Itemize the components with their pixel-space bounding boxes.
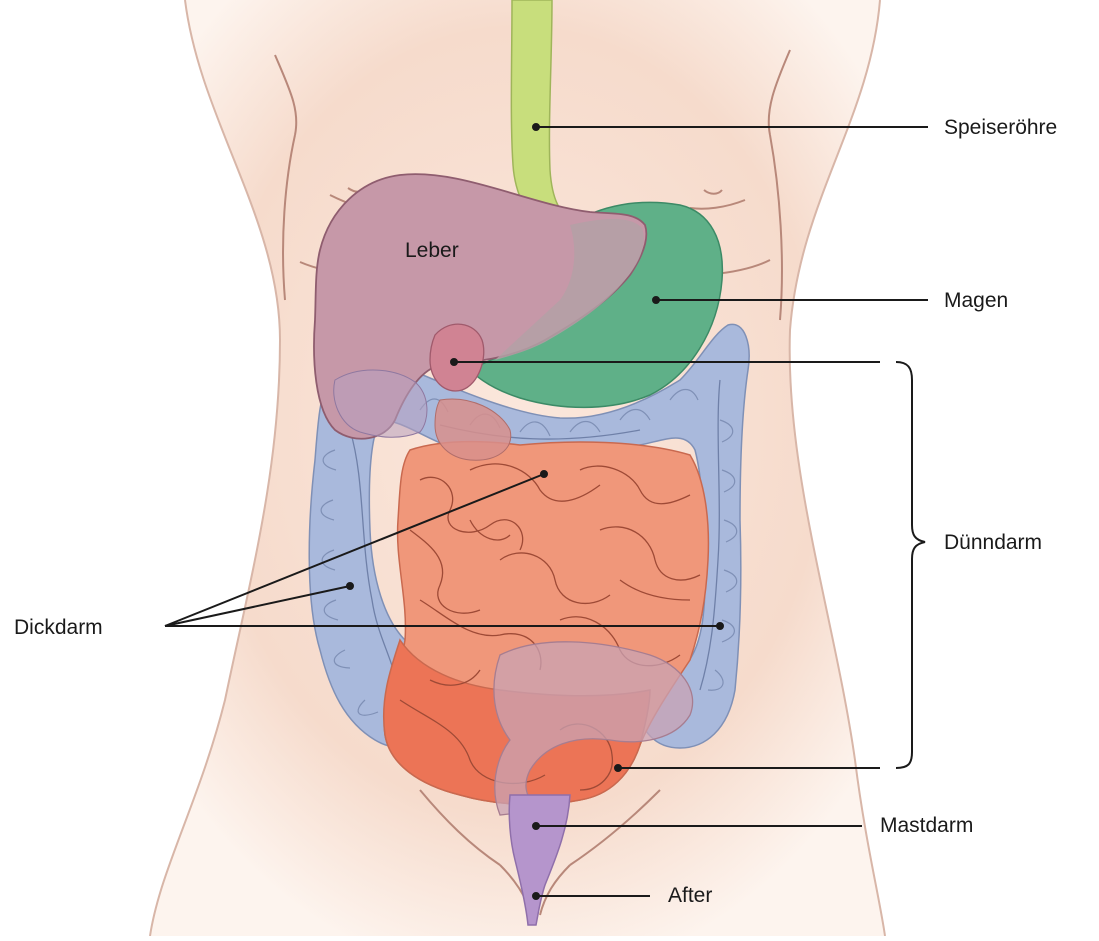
label-speiseroehre: Speiseröhre xyxy=(944,117,1057,138)
leader-mastdarm-dot xyxy=(533,823,539,829)
leader-magen-dot xyxy=(653,297,659,303)
leader-dickdarm-2-dot xyxy=(347,583,353,589)
label-duenndarm: Dünndarm xyxy=(944,532,1042,553)
label-mastdarm: Mastdarm xyxy=(880,815,973,836)
leader-dickdarm-1-dot xyxy=(541,471,547,477)
label-dickdarm: Dickdarm xyxy=(14,617,103,638)
label-magen: Magen xyxy=(944,290,1008,311)
leader-dickdarm-3-dot xyxy=(717,623,723,629)
leader-after-dot xyxy=(533,893,539,899)
leader-speiseroehre-dot xyxy=(533,124,539,130)
label-leber: Leber xyxy=(405,240,459,261)
leader-duenndarm-top-dot xyxy=(451,359,457,365)
label-after: After xyxy=(668,885,712,906)
leader-duenndarm-bottom-dot xyxy=(615,765,621,771)
duenndarm-bracket xyxy=(896,362,925,768)
